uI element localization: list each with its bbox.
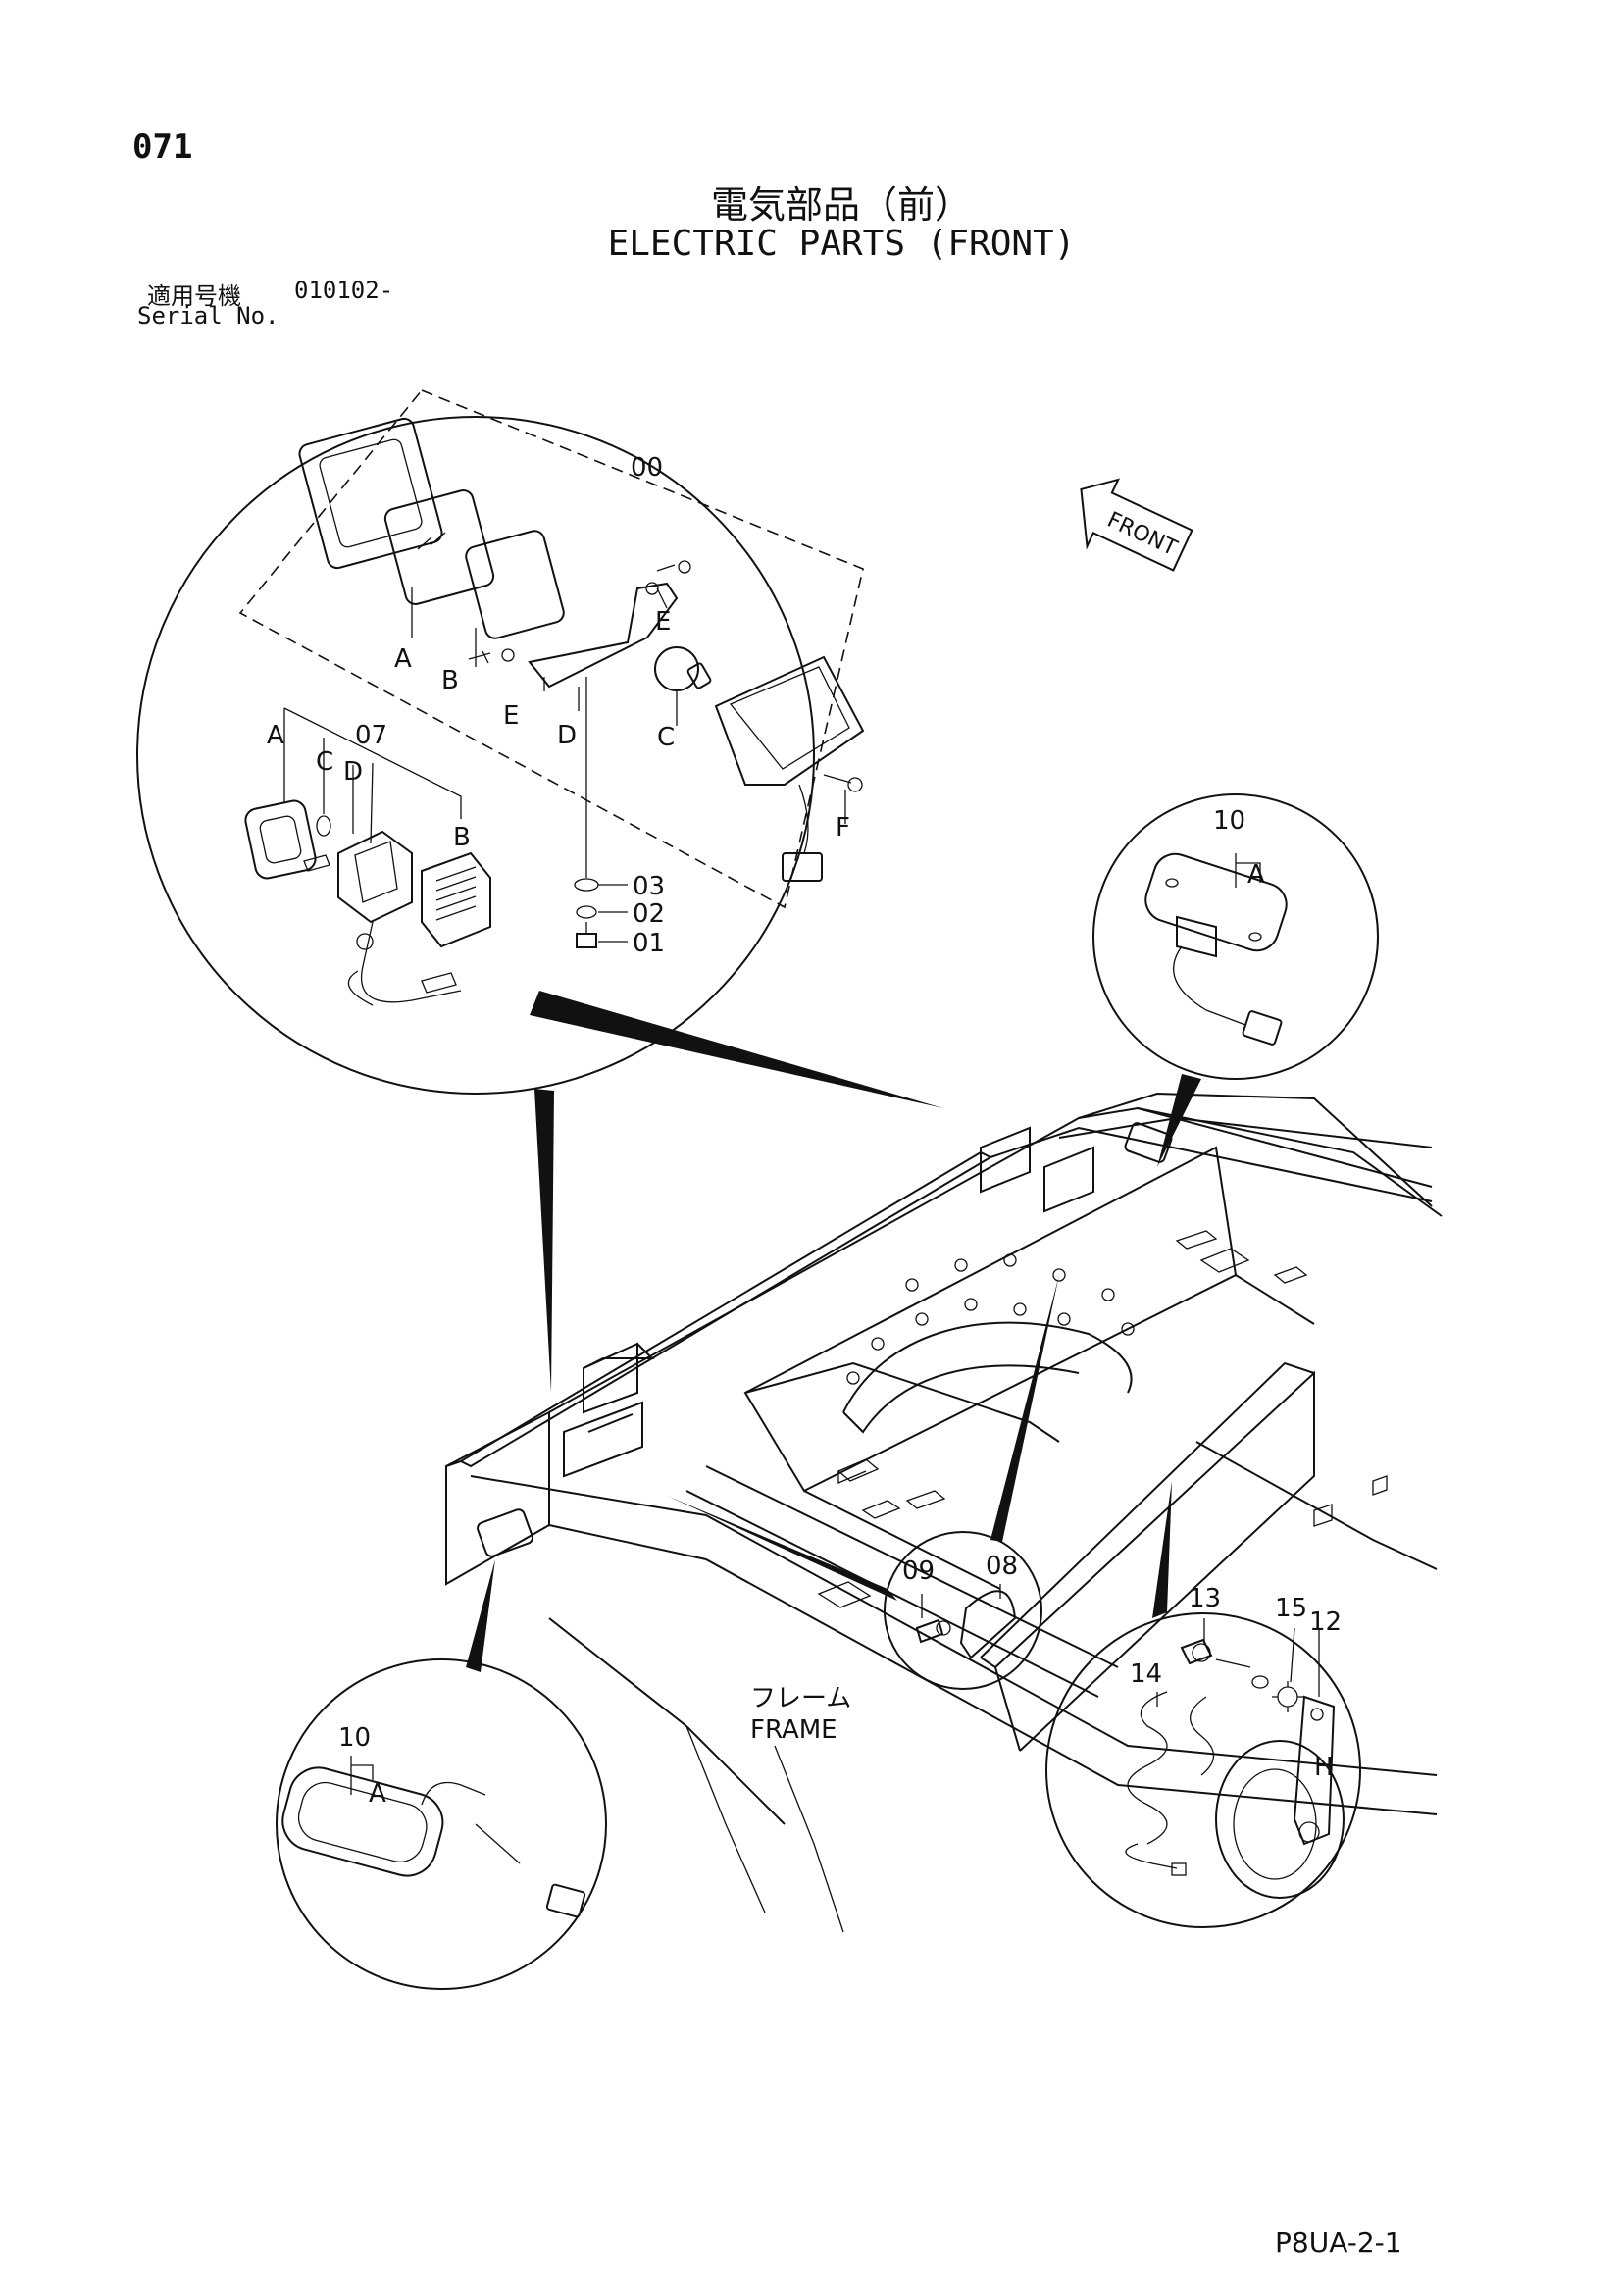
callout-08: 08 [986,1552,1018,1581]
callout-13: 13 [1189,1584,1221,1613]
title-japanese: 電気部品（前） [710,183,972,227]
callout-07: 07 [355,721,387,750]
callout-10-right: 10 [1213,806,1245,836]
callout-A-top: A [394,644,412,674]
callout-00: 00 [631,453,663,483]
pointer-wedge [530,991,943,1108]
frame-label-japanese: フレーム [750,1684,851,1713]
front-arrow: FRONT [1080,478,1193,572]
callout-B-top: B [441,666,459,695]
callout-09: 09 [902,1556,935,1586]
footer-code: P8UA-2-1 [1275,2226,1402,2259]
callout-E-lower: E [503,701,519,731]
callout-01: 01 [633,929,665,958]
frame-label-english: FRAME [750,1715,837,1745]
page-number: 071 [132,128,193,167]
serial-label-english: Serial No. [137,302,279,330]
pointer-wedge [534,1089,554,1393]
callout-D-top: D [557,721,577,750]
callout-E-upper: E [655,607,671,637]
horn-detail [1045,1481,1361,1928]
callout-A-left: A [369,1779,386,1809]
callout-02: 02 [633,899,665,929]
callout-D-lamp: D [343,757,363,787]
callout-12: 12 [1309,1607,1342,1637]
callout-H: H [1314,1753,1334,1782]
frame-mounted-lamps [477,1122,1173,1557]
callout-B-lamp: B [453,823,471,852]
callout-C-lamp: C [316,747,333,777]
callout-14: 14 [1130,1659,1162,1689]
serial-label-japanese: 適用号機 [147,282,241,310]
callout-A-lamp: A [267,721,284,750]
callout-10-left: 10 [338,1723,371,1753]
frame-drawing [445,1092,1443,1933]
callout-A-right: A [1247,860,1265,890]
callout-15: 15 [1275,1594,1307,1623]
work-light-detail [136,389,865,1095]
callout-C-top: C [657,723,675,752]
clamp-detail [667,1275,1059,1690]
title-english: ELECTRIC PARTS (FRONT) [607,224,1076,264]
side-lamp-left-detail [276,1559,607,1990]
callout-03: 03 [633,872,665,901]
callout-F: F [836,813,850,842]
front-arrow-label: FRONT [1103,508,1181,562]
side-lamp-right-detail [1092,793,1379,1167]
serial-value: 010102- [294,277,394,304]
